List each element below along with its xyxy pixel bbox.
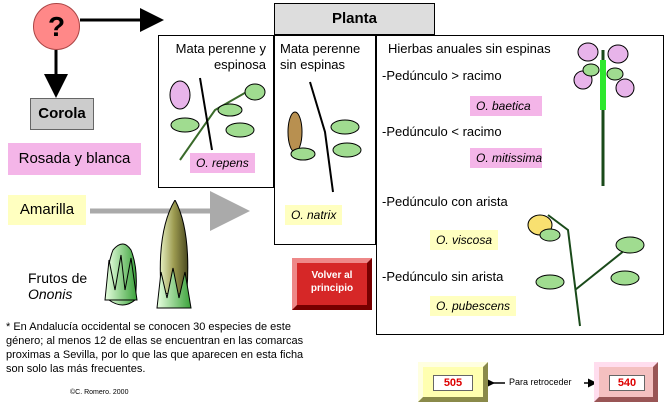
- frutos-label: Frutos de Ononis: [28, 270, 87, 302]
- nav-prev-button[interactable]: 505: [418, 362, 488, 402]
- mata-sin-title: Mata perenne sin espinas: [280, 41, 360, 73]
- species-pubescens[interactable]: O. pubescens: [430, 296, 517, 316]
- footnote: * En Andalucía occidental se conocen 30 …: [6, 320, 303, 376]
- mata-espinosa-line2: espinosa: [213, 57, 266, 72]
- footnote-line3: proximas a Sevilla, por lo que las que a…: [6, 349, 304, 361]
- species-viscosa[interactable]: O. viscosa: [430, 230, 499, 250]
- species-repens[interactable]: O. repens: [190, 153, 255, 173]
- viscosa-illustration: [527, 214, 645, 327]
- planta-header: Planta: [274, 3, 435, 35]
- mata-sin-line1: Mata perenne: [280, 41, 361, 56]
- criterion-ped-mayor: -Pedúnculo > racimo: [382, 68, 502, 83]
- criterion-ped-con: -Pedúnculo con arista: [382, 194, 508, 209]
- frutos-illustration: [104, 200, 192, 309]
- mata-espinosa-title: Mata perenne y espinosa: [166, 41, 266, 73]
- hierbas-title: Hierbas anuales sin espinas: [388, 41, 551, 56]
- nav-next-button[interactable]: 540: [594, 362, 658, 402]
- natrix-illustration: [287, 81, 362, 193]
- frutos-line2: Ononis: [28, 286, 73, 302]
- mata-espinosa-line1: Mata perenne y: [175, 41, 266, 56]
- nav-middle-label: Para retroceder: [509, 377, 572, 387]
- nav-next-label: 540: [609, 375, 645, 391]
- species-natrix[interactable]: O. natrix: [285, 205, 343, 225]
- volver-line1: Volver al: [311, 270, 353, 281]
- color-rosada: Rosada y blanca: [8, 143, 141, 175]
- nav-prev-label: 505: [433, 375, 473, 391]
- color-amarilla: Amarilla: [8, 195, 86, 225]
- footnote-line1: * En Andalucía occidental se conocen 30 …: [6, 321, 291, 333]
- species-mitissima[interactable]: O. mitissima: [470, 148, 542, 168]
- footnote-line2: género; al menos 12 de ellas se encuentr…: [6, 335, 304, 347]
- baetica-illustration: [573, 42, 635, 186]
- footnote-line4: son solo las más frecuentes.: [6, 363, 146, 375]
- criterion-ped-menor: -Pedúnculo < racimo: [382, 124, 502, 139]
- volver-button[interactable]: Volver al principio: [292, 258, 372, 310]
- question-circle: ?: [33, 3, 80, 50]
- frutos-line1: Frutos de: [28, 270, 88, 286]
- question-mark: ?: [47, 11, 66, 42]
- criterion-ped-sin: -Pedúnculo sin arista: [382, 269, 504, 284]
- mata-sin-line2: sin espinas: [280, 57, 346, 72]
- copyright: ©C. Romero. 2000: [70, 389, 129, 396]
- repens-illustration: [169, 77, 266, 161]
- species-baetica[interactable]: O. baetica: [470, 96, 542, 116]
- corola-label: Corola: [30, 98, 94, 130]
- volver-line2: principio: [310, 283, 354, 294]
